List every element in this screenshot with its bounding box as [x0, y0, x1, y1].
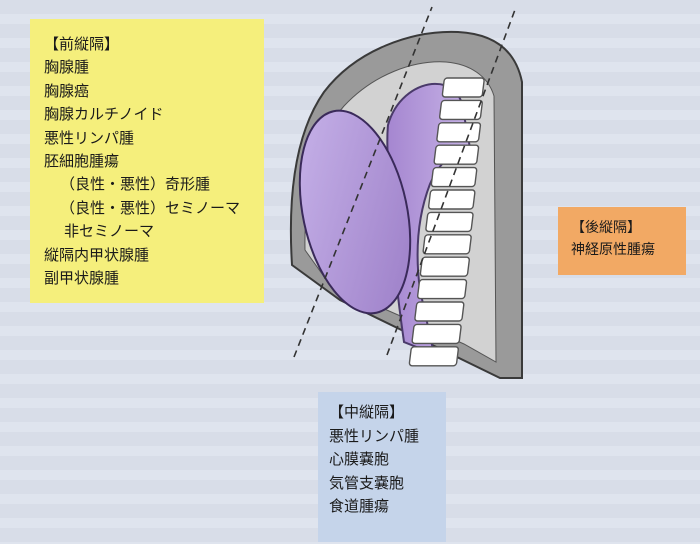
vertebra	[433, 144, 480, 165]
anterior-item: 胚細胞腫瘍	[44, 152, 120, 171]
heart-shape	[298, 109, 412, 315]
vertebra	[411, 323, 462, 345]
vertebra	[441, 77, 485, 98]
spine	[408, 77, 485, 367]
vertebra	[416, 278, 468, 300]
middle-item: 悪性リンパ腫	[329, 426, 420, 445]
anterior-item: 悪性リンパ腫	[44, 128, 135, 147]
middle-mediastinum-box: 【中縦隔】 悪性リンパ腫 心膜嚢胞 気管支嚢胞 食道腫瘍	[318, 392, 446, 542]
anterior-item: 胸腺腫	[44, 58, 90, 77]
posterior-item: 神経原性腫瘍	[571, 242, 655, 258]
vertebra	[422, 234, 472, 255]
middle-item: 食道腫瘍	[329, 497, 390, 516]
middle-item: 心膜嚢胞	[329, 450, 390, 469]
vertebra	[419, 256, 470, 277]
anterior-sub-sub-item: 非セミノーマ	[64, 222, 155, 241]
anterior-sub-item: （良性・悪性）奇形腫	[60, 175, 211, 194]
vertebra	[408, 346, 459, 367]
boundary-line-posterior	[386, 6, 517, 356]
anterior-heading: 【前縦隔】	[44, 35, 120, 53]
vertebra	[436, 122, 482, 143]
middle-heading: 【中縦隔】	[329, 403, 405, 421]
anterior-item: 副甲状腺腫	[44, 269, 120, 288]
anterior-item: 胸腺癌	[44, 81, 90, 100]
vertebra	[425, 211, 474, 233]
anterior-mediastinum-box: 【前縦隔】 胸腺腫 胸腺癌 胸腺カルチノイド 悪性リンパ腫 胚細胞腫瘍 （良性・…	[30, 19, 264, 303]
vertebra	[427, 189, 476, 210]
posterior-heading: 【後縦隔】	[571, 220, 641, 236]
posterior-mediastinum-box: 【後縦隔】 神経原性腫瘍	[558, 207, 686, 275]
anterior-sub-item: （良性・悪性）セミノーマ	[60, 198, 241, 217]
anterior-item: 縦隔内甲状腺腫	[44, 245, 150, 264]
vertebra	[414, 301, 465, 322]
anterior-item: 胸腺カルチノイド	[44, 105, 164, 124]
vertebra	[438, 99, 483, 121]
boundary-line-anterior	[293, 6, 433, 358]
middle-item: 気管支嚢胞	[329, 473, 405, 492]
vertebra	[430, 166, 478, 188]
